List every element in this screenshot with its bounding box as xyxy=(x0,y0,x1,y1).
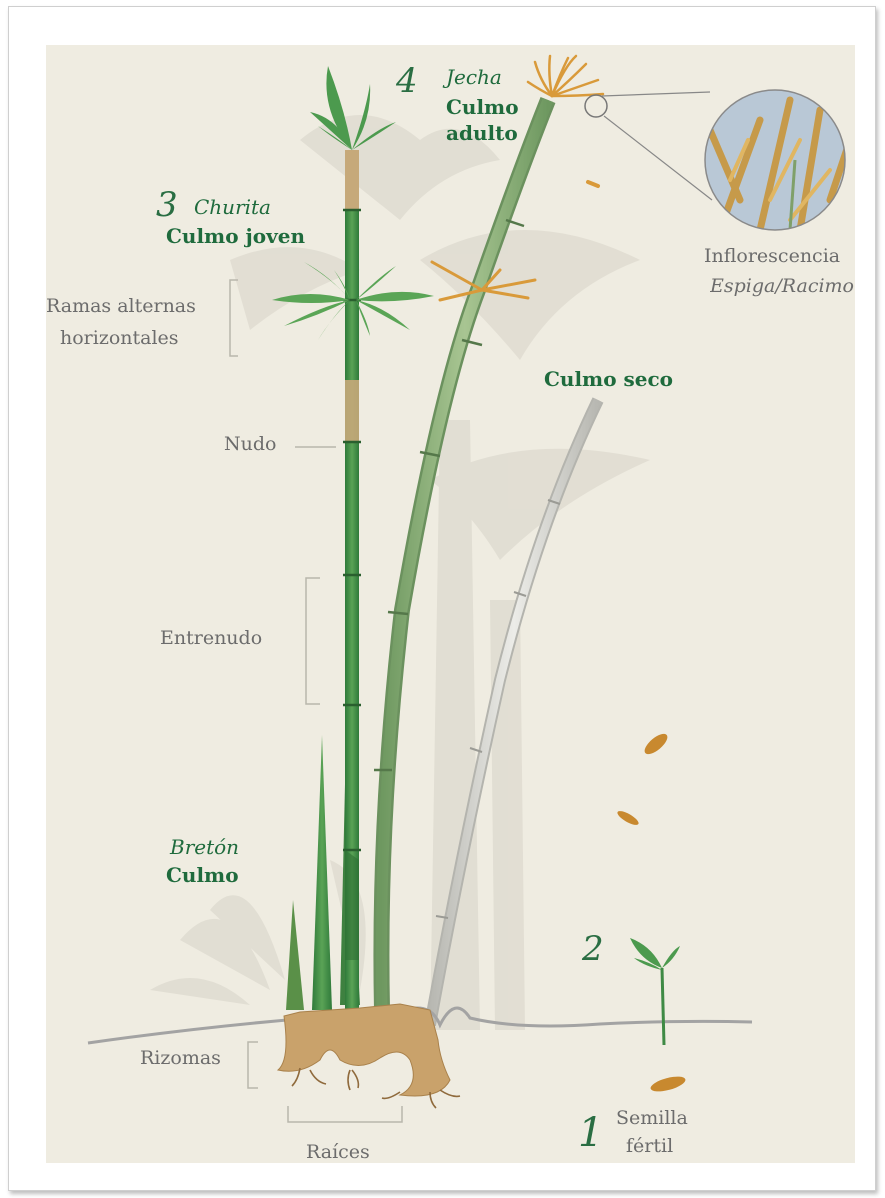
rhizomes xyxy=(278,1004,450,1096)
seed-label-line2: fértil xyxy=(626,1136,673,1158)
tassel xyxy=(528,56,603,96)
stage-4-number: 4 xyxy=(396,62,418,101)
shoot-local-name: Bretón xyxy=(170,836,239,859)
stage-4-name-line1: Culmo xyxy=(446,96,519,119)
branches-label-line2: horizontales xyxy=(60,328,179,350)
internode-label: Entrenudo xyxy=(160,628,262,650)
stage-2-number: 2 xyxy=(582,930,604,969)
sprout xyxy=(630,938,680,1045)
inflorescence-sublabel: Espiga/Racimo xyxy=(710,276,855,298)
dry-culm-label: Culmo seco xyxy=(544,368,673,391)
stage-4-name-line2: adulto xyxy=(446,122,518,145)
inflorescence-label: Inflorescencia xyxy=(704,246,855,268)
branches-label-line1: Ramas alternas xyxy=(46,296,196,318)
young-culm xyxy=(343,150,361,1010)
seed-label-line1: Semilla xyxy=(616,1108,688,1130)
shoot-name: Culmo xyxy=(166,864,239,887)
background-silhouette xyxy=(150,115,650,1030)
breton-shoot-large xyxy=(312,735,332,1010)
seeds xyxy=(616,730,687,1094)
rhizomes-label: Rizomas xyxy=(140,1048,221,1070)
inflorescence-callout xyxy=(585,88,860,238)
stage-4-local-name: Jecha xyxy=(446,66,502,89)
stage-3-local-name: Churita xyxy=(194,196,271,219)
stage-3-name: Culmo joven xyxy=(166,225,305,248)
stage-1-number: 1 xyxy=(578,1110,603,1156)
node-label: Nudo xyxy=(224,434,276,456)
stage-3-number: 3 xyxy=(156,186,178,225)
breton-shoot xyxy=(286,900,304,1010)
roots-label: Raíces xyxy=(306,1142,370,1164)
